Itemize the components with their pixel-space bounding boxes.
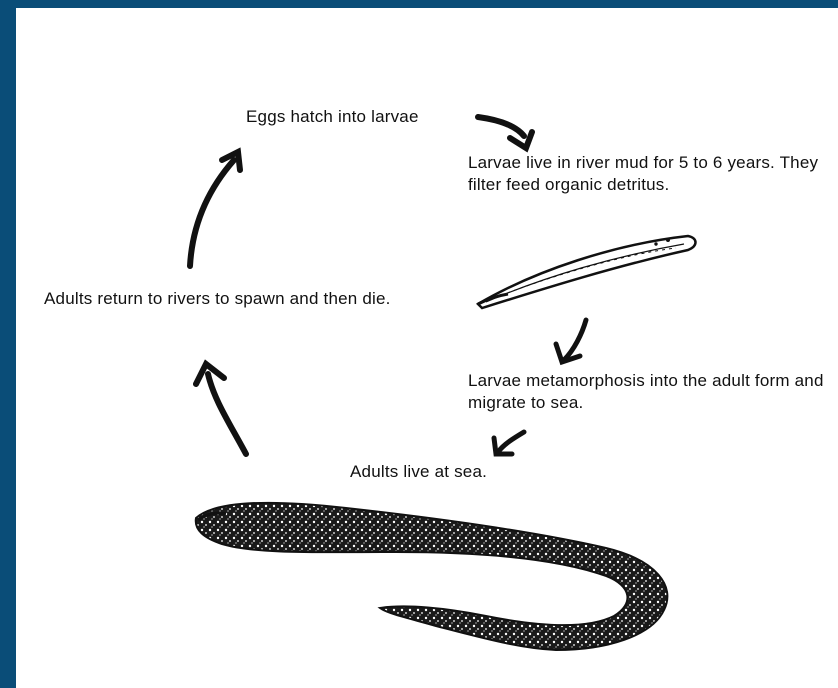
- adult-lamprey-illustration: [196, 503, 668, 650]
- arrow-metamorphosis-to-sea: [494, 432, 524, 454]
- diagram-canvas: Eggs hatch into larvae Larvae live in ri…: [16, 8, 838, 688]
- cycle-arrows: [16, 8, 838, 688]
- slide-frame-top: [0, 0, 838, 8]
- arrow-return-to-eggs: [190, 152, 240, 266]
- slide-frame-left: [0, 0, 16, 688]
- arrow-sea-to-return: [196, 364, 246, 454]
- arrow-larvae-to-metamorphosis: [556, 320, 586, 362]
- larva-illustration: [478, 236, 696, 308]
- arrow-eggs-to-larvae: [478, 117, 532, 148]
